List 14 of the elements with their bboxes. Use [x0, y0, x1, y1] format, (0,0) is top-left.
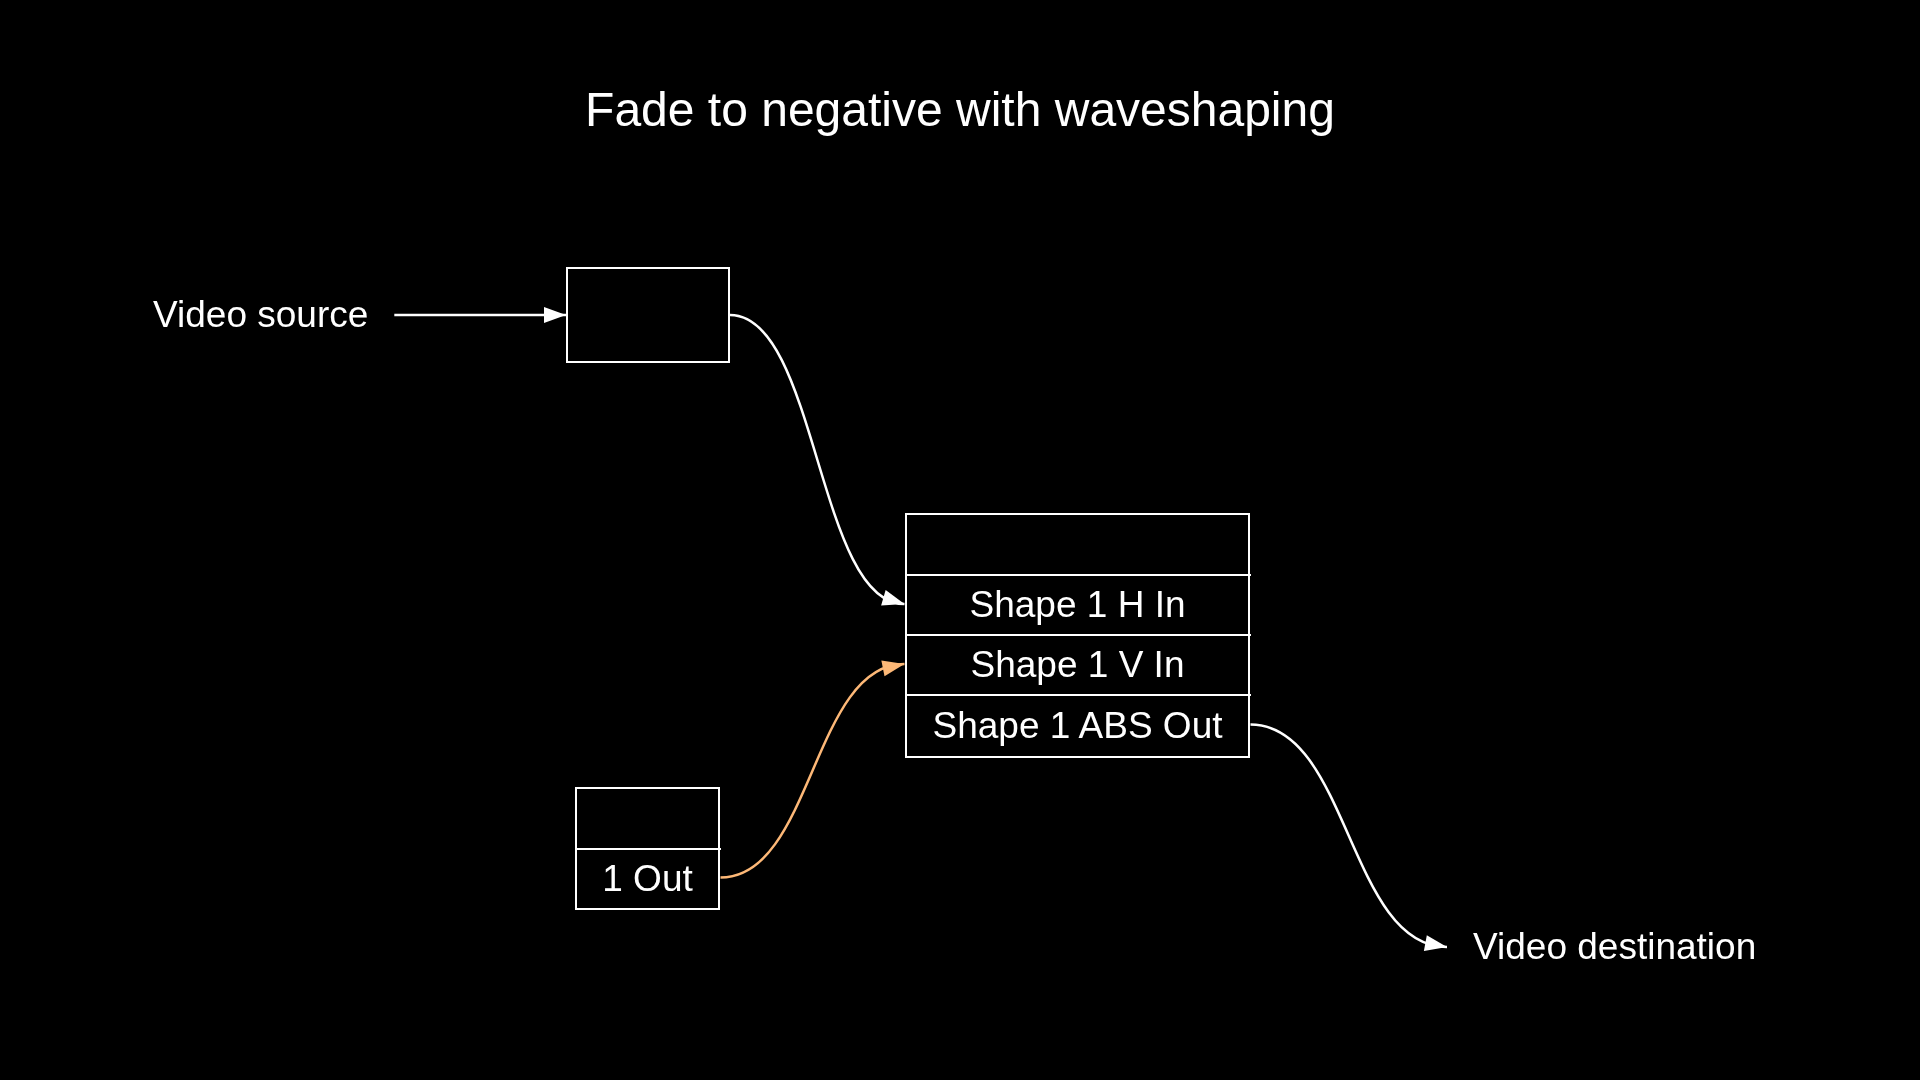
arrow	[720, 660, 905, 879]
arrow	[1250, 723, 1448, 951]
port-field: Shape 1 V In	[904, 634, 1251, 694]
diagram-title: Fade to negative with waveshaping	[585, 82, 1335, 138]
record-box	[905, 513, 1250, 758]
io-label: Video source	[153, 293, 369, 337]
record-box	[575, 787, 720, 910]
port-field: 1 Out	[574, 848, 721, 907]
process-box	[566, 267, 730, 363]
io-label: Video destination	[1473, 925, 1757, 969]
port-field: Shape 1 H In	[904, 574, 1251, 634]
arrow	[729, 313, 905, 606]
port-field: Shape 1 ABS Out	[904, 694, 1251, 755]
arrow	[394, 307, 566, 323]
